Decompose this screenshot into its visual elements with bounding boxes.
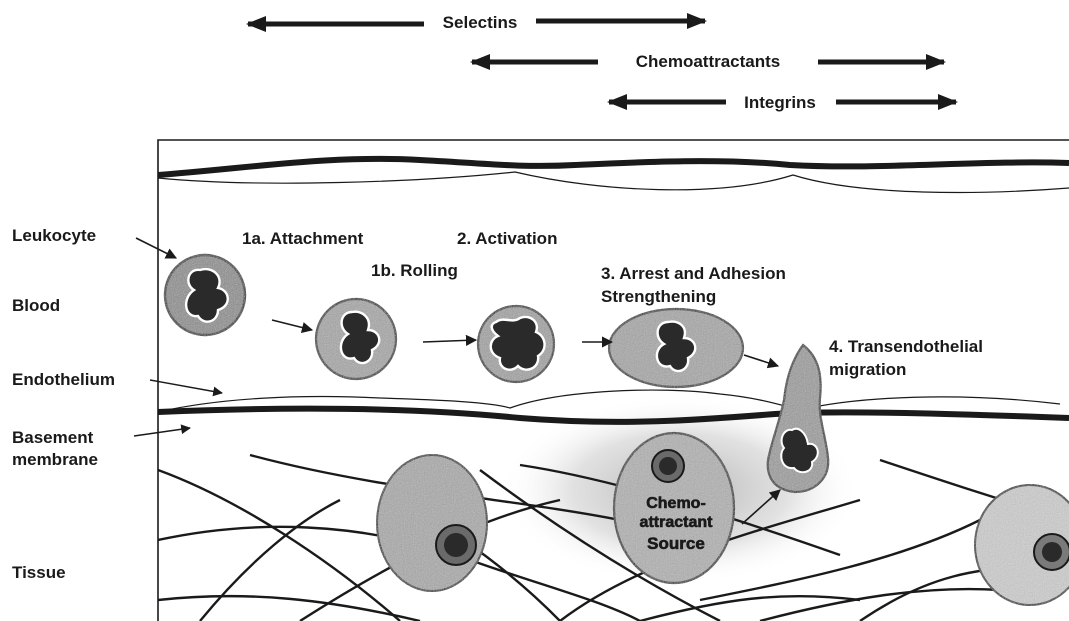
leukocyte-rolling [316,299,396,379]
arrow-arrest-to-migration [744,355,778,366]
blood-label: Blood [12,296,60,315]
leukocyte-label: Leukocyte [12,226,96,245]
caption-rolling: 1b. Rolling [371,261,458,280]
arrow-rolling-to-activation [423,340,476,342]
caption-migration-line1: 4. Transendothelial [829,337,983,356]
integrins-label: Integrins [744,93,816,112]
tissue-cell-left-core [444,533,468,557]
tissue-cell-left [377,455,487,591]
caption-arrest-line1: 3. Arrest and Adhesion [601,264,786,283]
integrins-range: Integrins [609,93,956,112]
selectins-range: Selectins [248,13,705,32]
tissue-cell-right-core [1042,542,1062,562]
vessel-top-wall [158,159,1069,175]
basement-pointer [134,428,190,436]
leukocyte-activation [478,306,554,382]
tissue-label: Tissue [12,563,66,582]
leukocyte-attachment [165,255,245,335]
source-cell-core [659,457,677,475]
chemoattractants-range: Chemoattractants [472,52,944,71]
basement-label-line2: membrane [12,450,98,469]
caption-migration-line2: migration [829,360,906,379]
basement-label-line1: Basement [12,428,94,447]
leukocyte-arrest [609,309,743,387]
caption-arrest-line2: Strengthening [601,287,716,306]
source-label-line3: Source [647,534,705,553]
leukocyte-pointer [136,238,176,258]
source-label-line1: Chemo- [646,495,706,512]
selectins-label: Selectins [443,13,518,32]
vessel-top-endothelium [158,172,1069,193]
leukocyte-activation-nucleus [491,317,545,370]
chemoattractant-source-cell: Chemo- attractant Source [614,433,734,583]
tissue-cell-right [975,485,1069,605]
endothelium-pointer [150,380,222,393]
caption-attachment: 1a. Attachment [242,229,364,248]
vessel-panel: Chemo- attractant Source [158,140,1069,621]
chemoattractants-label: Chemoattractants [636,52,781,71]
source-label-line2: attractant [640,514,714,531]
arrow-attach-to-rolling [272,320,312,330]
tissue-cell-left-body [377,455,487,591]
caption-activation: 2. Activation [457,229,557,248]
endothelium-label: Endothelium [12,370,115,389]
